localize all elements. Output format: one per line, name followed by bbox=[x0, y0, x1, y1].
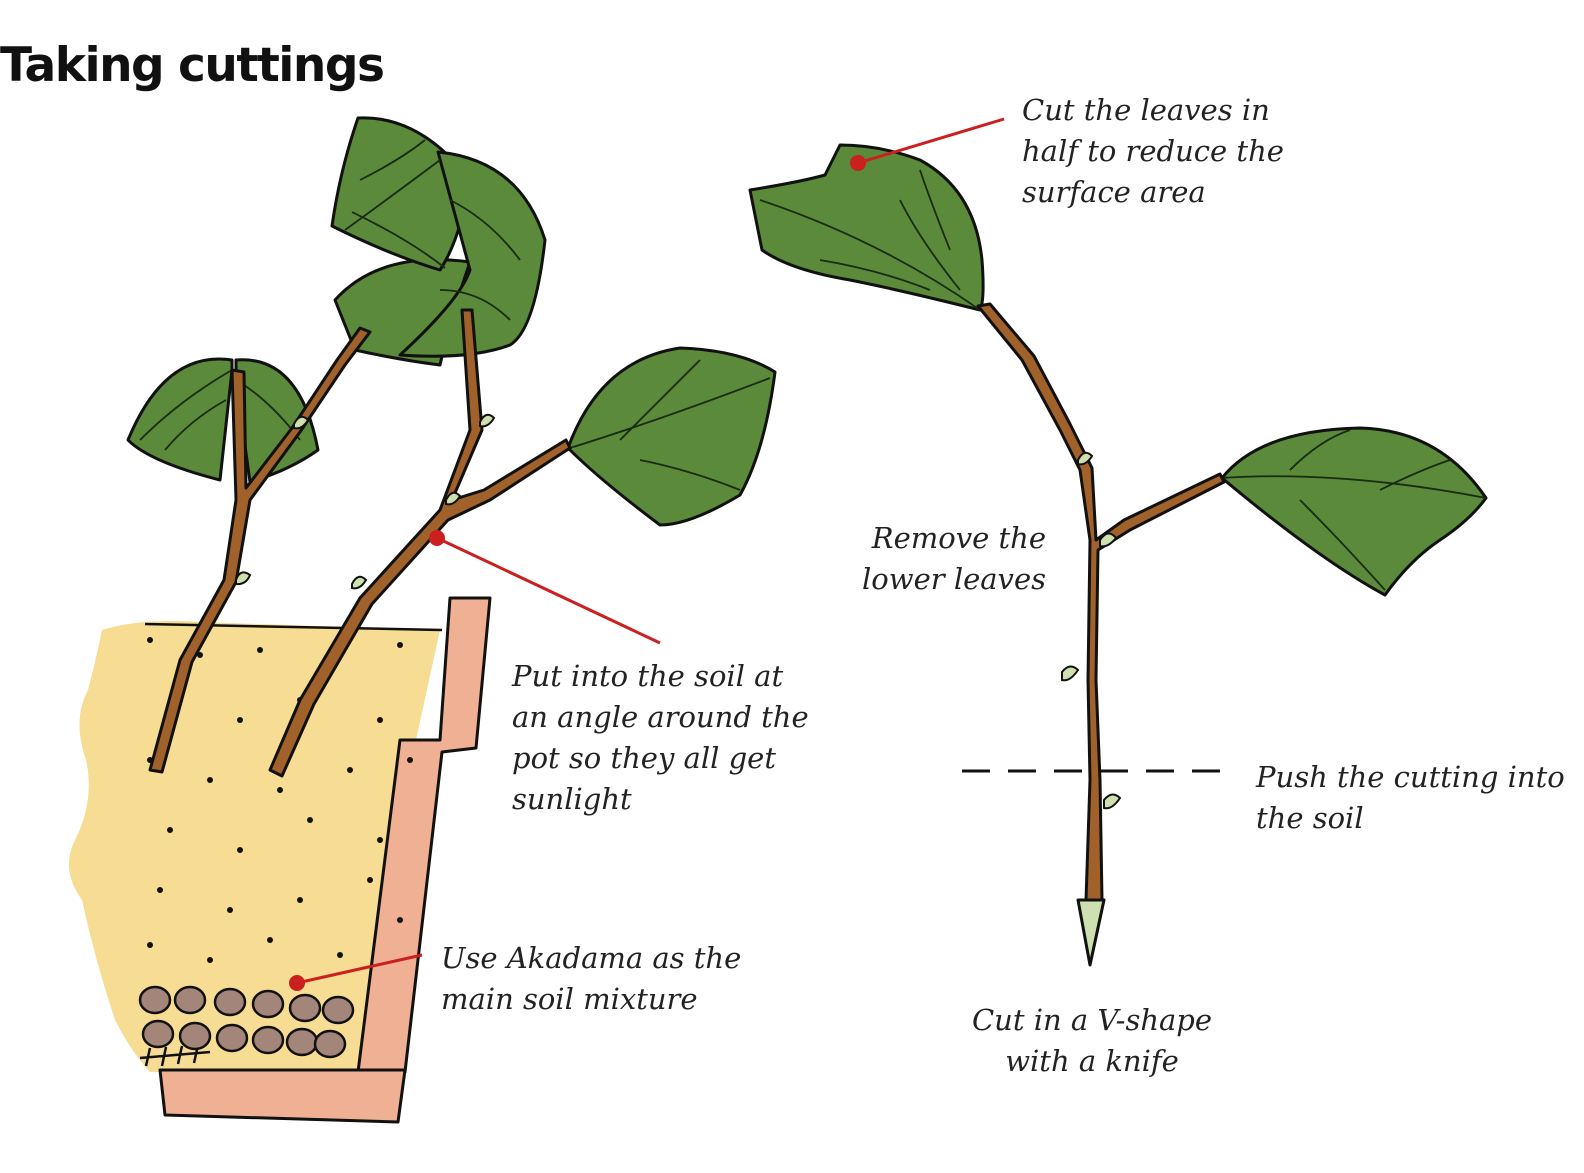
soil-speck bbox=[367, 877, 373, 883]
leaf bbox=[330, 116, 472, 272]
akadama-grains bbox=[138, 985, 355, 1059]
soil-speck bbox=[157, 887, 163, 893]
soil-speck bbox=[237, 847, 243, 853]
soil-speck bbox=[397, 917, 403, 923]
diagram-title: Taking cuttings bbox=[0, 38, 385, 93]
annotation-line: Remove the bbox=[871, 521, 1046, 555]
bud bbox=[1077, 451, 1094, 466]
callout-line-put-into-soil bbox=[436, 536, 661, 645]
akadama-grain bbox=[321, 995, 355, 1025]
bud bbox=[293, 415, 310, 430]
akadama-grain bbox=[288, 993, 322, 1023]
akadama-grain bbox=[141, 1019, 175, 1049]
soil-rim bbox=[144, 622, 443, 632]
callout-line-cut-leaves bbox=[857, 117, 1005, 165]
bud bbox=[235, 571, 252, 586]
akadama-grain bbox=[251, 989, 285, 1019]
bud bbox=[445, 491, 462, 506]
soil-speck bbox=[147, 942, 153, 948]
soil-speck bbox=[297, 897, 303, 903]
callout-dot-put-into-soil bbox=[429, 530, 445, 546]
annotation-line: sunlight bbox=[512, 782, 632, 816]
soil-speck bbox=[267, 937, 273, 943]
annotation-push-cutting: Push the cutting into the soil bbox=[1256, 757, 1565, 839]
annotation-line: surface area bbox=[1022, 175, 1206, 209]
soil-speck bbox=[337, 952, 343, 958]
leaf bbox=[566, 346, 777, 527]
drainage-mesh bbox=[139, 1044, 211, 1067]
leaf bbox=[1220, 426, 1488, 597]
akadama-grain bbox=[313, 1029, 347, 1059]
bud bbox=[1061, 665, 1080, 682]
leaf-veins bbox=[139, 139, 771, 491]
annotation-cut-leaves: Cut the leaves in half to reduce the sur… bbox=[1022, 90, 1284, 213]
annotation-line: an angle around the bbox=[512, 700, 809, 734]
leaf bbox=[126, 357, 234, 482]
bud bbox=[1103, 793, 1122, 810]
soil-speck bbox=[167, 827, 173, 833]
soil-speck bbox=[237, 717, 243, 723]
annotation-line: Put into the soil at bbox=[512, 659, 784, 693]
akadama-grain bbox=[251, 1025, 285, 1055]
plant-pot bbox=[68, 596, 492, 1124]
annotation-line: Use Akadama as the bbox=[441, 941, 742, 975]
annotation-line: pot so they all get bbox=[512, 741, 776, 775]
soil-speck bbox=[347, 767, 353, 773]
cutting-stem bbox=[976, 302, 1226, 912]
soil-speck bbox=[377, 837, 383, 843]
bud bbox=[351, 575, 368, 590]
akadama-grain bbox=[138, 985, 172, 1015]
callout-dot-akadama bbox=[289, 975, 305, 991]
callouts bbox=[289, 117, 1005, 991]
soil-speck bbox=[207, 957, 213, 963]
soil-speck bbox=[397, 642, 403, 648]
annotation-remove-leaves: Remove the lower leaves bbox=[840, 518, 1046, 600]
halved-leaf bbox=[748, 143, 985, 312]
akadama-grain bbox=[178, 1021, 212, 1051]
soil-speck bbox=[407, 757, 413, 763]
leaf bbox=[398, 150, 547, 358]
annotation-line: with a knife bbox=[1005, 1044, 1179, 1078]
akadama-grain bbox=[173, 985, 207, 1015]
soil-speck bbox=[147, 637, 153, 643]
soil-speck bbox=[377, 717, 383, 723]
right-cutting bbox=[748, 143, 1488, 967]
annotation-akadama: Use Akadama as the main soil mixture bbox=[441, 938, 741, 1020]
akadama-grain bbox=[215, 1023, 249, 1053]
callout-line-akadama bbox=[296, 953, 423, 985]
soil-speck bbox=[277, 787, 283, 793]
bud bbox=[1099, 532, 1118, 548]
left-cuttings bbox=[126, 116, 777, 778]
soil-speck bbox=[197, 652, 203, 658]
annotation-line: lower leaves bbox=[862, 562, 1046, 596]
callout-dot-cut-leaves bbox=[850, 155, 866, 171]
soil-speck bbox=[227, 907, 233, 913]
soil-speck bbox=[207, 777, 213, 783]
v-cut-tip bbox=[1076, 898, 1106, 967]
annotation-v-shape: Cut in a V-shape with a knife bbox=[960, 1000, 1224, 1082]
cutting-stem bbox=[148, 326, 372, 774]
soil-speck bbox=[257, 647, 263, 653]
annotation-line: Cut the leaves in bbox=[1022, 93, 1270, 127]
annotation-line: the soil bbox=[1256, 801, 1364, 835]
leaf-veins bbox=[759, 169, 1487, 591]
annotation-line: Push the cutting into bbox=[1256, 760, 1565, 794]
annotation-put-into-soil: Put into the soil at an angle around the… bbox=[512, 656, 809, 820]
akadama-grain bbox=[285, 1027, 319, 1057]
annotation-line: Cut in a V-shape bbox=[971, 1003, 1213, 1037]
cutting-stem bbox=[268, 308, 572, 778]
akadama-grain bbox=[213, 987, 247, 1017]
annotation-line: half to reduce the bbox=[1022, 134, 1284, 168]
bud bbox=[479, 413, 496, 428]
soil-speck bbox=[307, 817, 313, 823]
annotation-line: main soil mixture bbox=[441, 982, 698, 1016]
pot-base bbox=[158, 1068, 407, 1124]
